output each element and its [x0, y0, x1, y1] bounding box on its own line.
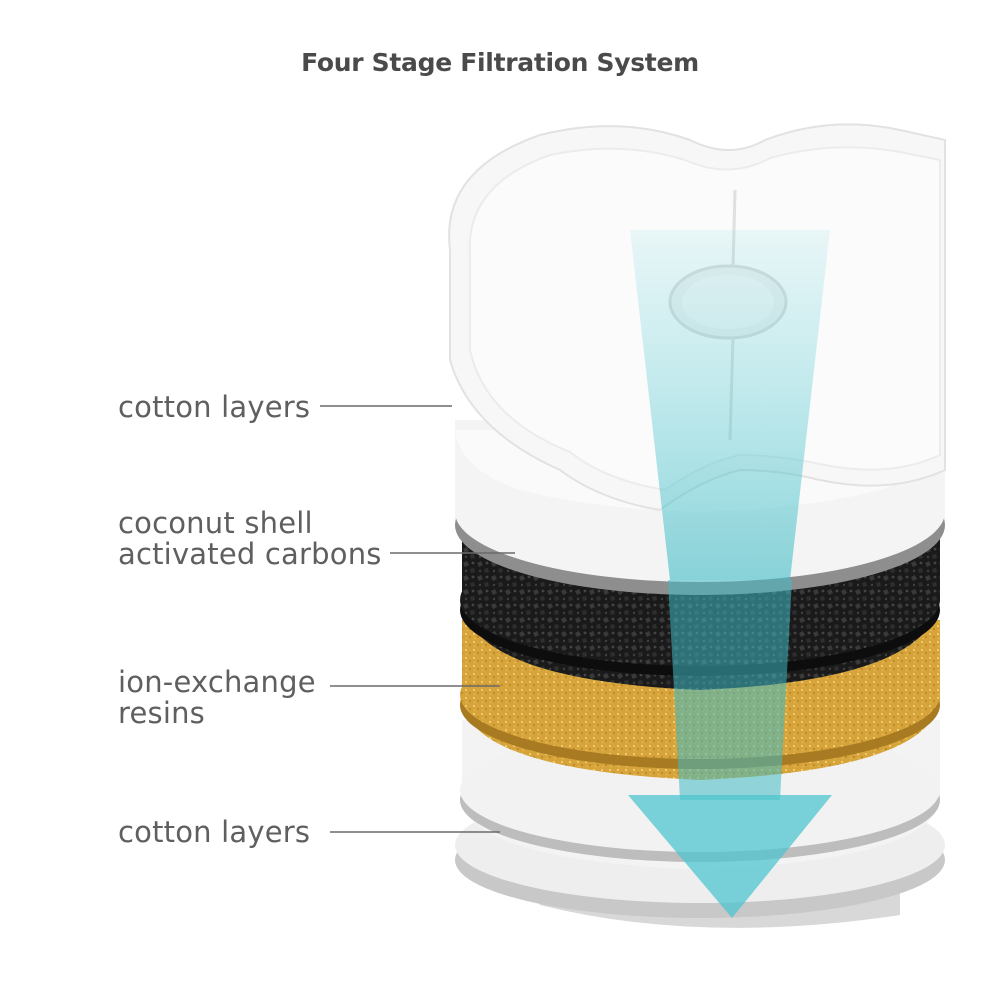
label-coconut-shell-carbons: coconut shell activated carbons	[118, 508, 382, 570]
label-line: ion-exchange	[118, 665, 316, 699]
label-line: cotton layers	[118, 390, 311, 424]
label-line: resins	[118, 696, 205, 730]
label-cotton-layers-bottom: cotton layers	[118, 817, 310, 848]
label-cotton-layers-top: cotton layers	[118, 392, 310, 423]
water-flow-arrow	[628, 230, 832, 918]
diagram-title: Four Stage Filtration System	[301, 48, 699, 77]
label-line: cotton layers	[118, 815, 311, 849]
label-line: coconut shell	[118, 506, 313, 540]
label-line: activated carbons	[118, 537, 382, 571]
label-ion-exchange-resins: ion-exchange resins	[118, 667, 316, 729]
